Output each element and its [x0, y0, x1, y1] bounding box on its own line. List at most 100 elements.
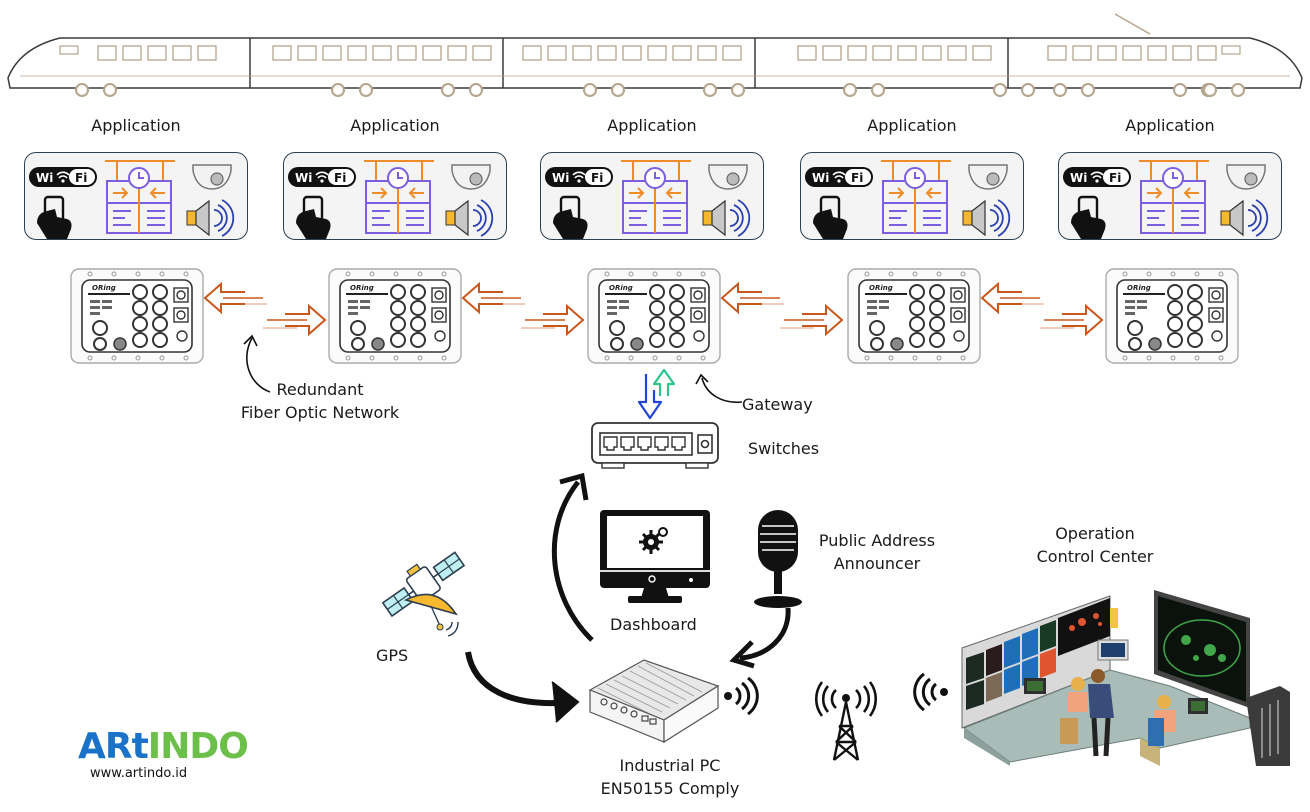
- smartphone-touch-icon: [813, 195, 848, 239]
- application-box: Wi Fi: [800, 152, 1024, 240]
- svg-text:Fi: Fi: [851, 171, 863, 185]
- bogie: [993, 83, 1035, 97]
- artindo-logo: ARtINDO: [78, 726, 249, 767]
- redundant-pointer-arrow: [243, 334, 271, 393]
- application-box: Wi Fi: [540, 152, 764, 240]
- public-address-line2: Announcer: [833, 554, 921, 573]
- wifi-icon: Wi Fi: [288, 167, 356, 187]
- svg-text:ORing: ORing: [869, 284, 893, 292]
- speaker-icon: [1220, 199, 1269, 237]
- radio-tower-icon: [815, 681, 877, 761]
- oring-switch: ORing: [587, 268, 721, 364]
- oring-switch: ORing: [1105, 268, 1239, 364]
- svg-text:Wi: Wi: [295, 171, 312, 185]
- time-sync-panel-icon: [1139, 160, 1209, 234]
- industrial-pc-line1: Industrial PC: [619, 756, 721, 775]
- mic-to-ipc-arrow: [729, 607, 791, 669]
- svg-text:ORing: ORing: [1127, 284, 1151, 292]
- fiber-double-arrow: [203, 281, 327, 337]
- fiber-links: [203, 281, 1104, 337]
- gateway-pointer-arrow: [695, 373, 743, 403]
- microphone-icon: [754, 510, 802, 608]
- operation-control-center-label: Operation Control Center: [1020, 522, 1170, 568]
- svg-text:Fi: Fi: [334, 171, 346, 185]
- svg-text:Wi: Wi: [552, 171, 569, 185]
- svg-text:Fi: Fi: [1109, 171, 1121, 185]
- svg-text:Wi: Wi: [36, 171, 53, 185]
- smartphone-touch-icon: [1071, 195, 1106, 239]
- train-illustration: [0, 8, 1310, 98]
- application-title: Application: [350, 116, 440, 135]
- wifi-icon: Wi Fi: [545, 167, 613, 187]
- wifi-icon: Wi Fi: [805, 167, 873, 187]
- svg-text:Fi: Fi: [591, 171, 603, 185]
- redundant-label-line2: Fiber Optic Network: [240, 403, 400, 422]
- time-sync-panel-icon: [364, 160, 434, 234]
- industrial-pc-icon: [588, 659, 720, 744]
- application-box: Wi Fi: [1058, 152, 1282, 240]
- application-title: Application: [91, 116, 181, 135]
- redundant-label-line1: Redundant: [276, 380, 364, 399]
- public-address-line1: Public Address: [818, 531, 936, 550]
- svg-text:Wi: Wi: [812, 171, 829, 185]
- dashboard-label: Dashboard: [610, 615, 697, 634]
- gateway-label: Gateway: [742, 395, 813, 414]
- fiber-double-arrow: [980, 281, 1104, 337]
- gateway-updown-arrows: [637, 368, 676, 420]
- smartphone-touch-icon: [553, 195, 588, 239]
- dome-camera-icon: [192, 164, 232, 190]
- public-address-label: Public Address Announcer: [812, 529, 942, 575]
- oring-switch: ORing: [70, 268, 204, 364]
- gps-label: GPS: [376, 646, 409, 665]
- dome-camera-icon: [451, 164, 491, 190]
- time-sync-panel-icon: [105, 160, 175, 234]
- speaker-icon: [445, 199, 494, 237]
- industrial-pc-line2: EN50155 Comply: [600, 779, 740, 798]
- wifi-icon: Wi Fi: [29, 167, 97, 187]
- bogie: [441, 83, 483, 97]
- bogie: [583, 83, 625, 97]
- smartphone-touch-icon: [296, 195, 331, 239]
- application-box: Wi Fi: [24, 152, 248, 240]
- time-sync-panel-icon: [621, 160, 691, 234]
- ipc-to-switch-arrow: [551, 472, 594, 642]
- dome-camera-icon: [968, 164, 1008, 190]
- bogie: [1203, 83, 1245, 97]
- speaker-icon: [186, 199, 235, 237]
- wifi-icon: Wi Fi: [1063, 167, 1131, 187]
- bogie: [703, 83, 745, 97]
- oring-switch: ORing: [847, 268, 981, 364]
- network-switch-icon: [591, 422, 719, 469]
- oring-switch: ORing: [328, 268, 462, 364]
- speaker-icon: [702, 199, 751, 237]
- dome-camera-icon: [1226, 164, 1266, 190]
- svg-text:Fi: Fi: [75, 171, 87, 185]
- svg-text:ORing: ORing: [609, 284, 633, 292]
- smartphone-touch-icon: [37, 195, 72, 239]
- speaker-icon: [962, 199, 1011, 237]
- occ-label-line1: Operation: [1055, 524, 1135, 543]
- logo-part-blue: ARt: [78, 726, 149, 767]
- bogie: [1053, 83, 1095, 97]
- fiber-double-arrow: [461, 281, 585, 337]
- industrial-pc-label: Industrial PC EN50155 Comply: [570, 754, 770, 800]
- occ-label-line2: Control Center: [1036, 547, 1154, 566]
- gear-icon: [639, 527, 668, 554]
- gps-to-ipc-arrow: [465, 651, 580, 723]
- application-title: Application: [607, 116, 697, 135]
- dashboard-monitor-icon: [600, 510, 710, 603]
- svg-text:ORing: ORing: [92, 284, 116, 292]
- application-title: Application: [1125, 116, 1215, 135]
- application-title: Application: [867, 116, 957, 135]
- occ-wireless-signal-icon: [913, 672, 948, 712]
- time-sync-panel-icon: [881, 160, 951, 234]
- ipc-wireless-signal-icon: [724, 676, 759, 716]
- gps-satellite-icon: [381, 551, 466, 637]
- fiber-double-arrow: [720, 281, 844, 337]
- control-center-illustration: [961, 590, 1290, 766]
- svg-text:ORing: ORing: [350, 284, 374, 292]
- switches-label: Switches: [748, 439, 820, 458]
- application-box: Wi Fi: [283, 152, 507, 240]
- bogie: [843, 83, 885, 97]
- logo-part-green: INDO: [147, 726, 249, 767]
